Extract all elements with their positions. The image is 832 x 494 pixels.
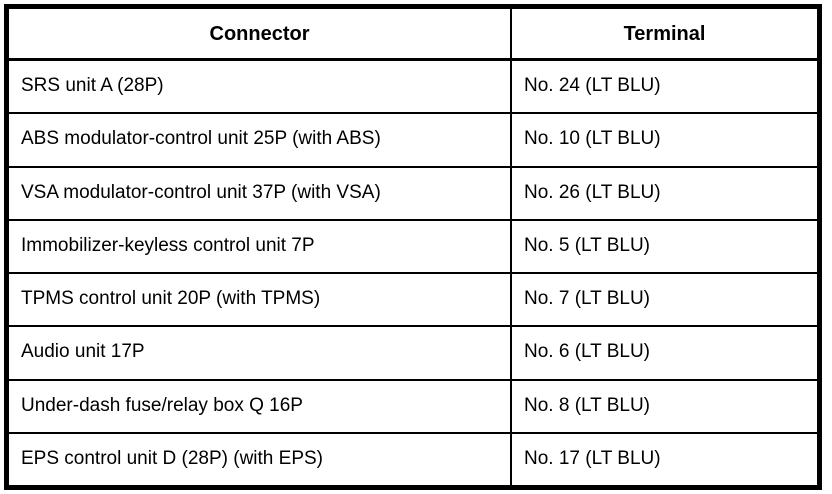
terminal-cell: No. 24 (LT BLU) [524,75,661,97]
terminal-cell: No. 8 (LT BLU) [524,394,651,416]
header-terminal: Terminal [623,22,706,45]
table-row: Under-dash fuse/relay box Q 16P No. 8 (L… [9,378,817,432]
terminal-cell: No. 26 (LT BLU) [524,181,661,203]
table-row: VSA modulator-control unit 37P (with VSA… [9,165,817,219]
connector-cell: SRS unit A (28P) [9,61,512,113]
connector-cell: EPS control unit D (28P) (with EPS) [9,433,512,485]
terminal-cell: No. 7 (LT BLU) [524,288,651,310]
table-row: SRS unit A (28P) No. 24 (LT BLU) [9,59,817,113]
connector-cell: Immobilizer-keyless control unit 7P [9,220,512,272]
terminal-cell: No. 6 (LT BLU) [524,341,651,363]
table-header-row: Connector Terminal [9,9,817,59]
table-row: Audio unit 17P No. 6 (LT BLU) [9,325,817,379]
connector-terminal-table: Connector Terminal SRS unit A (28P) No. … [4,4,822,490]
connector-cell: ABS modulator-control unit 25P (with ABS… [9,114,512,166]
table-row: EPS control unit D (28P) (with EPS) No. … [9,431,817,485]
connector-cell: VSA modulator-control unit 37P (with VSA… [9,167,512,219]
terminal-cell: No. 17 (LT BLU) [524,447,661,469]
terminal-cell: No. 5 (LT BLU) [524,234,651,256]
table-row: TPMS control unit 20P (with TPMS) No. 7 … [9,272,817,326]
connector-cell: Audio unit 17P [9,327,512,379]
terminal-cell: No. 10 (LT BLU) [524,128,661,150]
header-connector: Connector [9,9,512,58]
connector-cell: TPMS control unit 20P (with TPMS) [9,274,512,326]
connector-cell: Under-dash fuse/relay box Q 16P [9,380,512,432]
table-row: Immobilizer-keyless control unit 7P No. … [9,218,817,272]
table-row: ABS modulator-control unit 25P (with ABS… [9,112,817,166]
